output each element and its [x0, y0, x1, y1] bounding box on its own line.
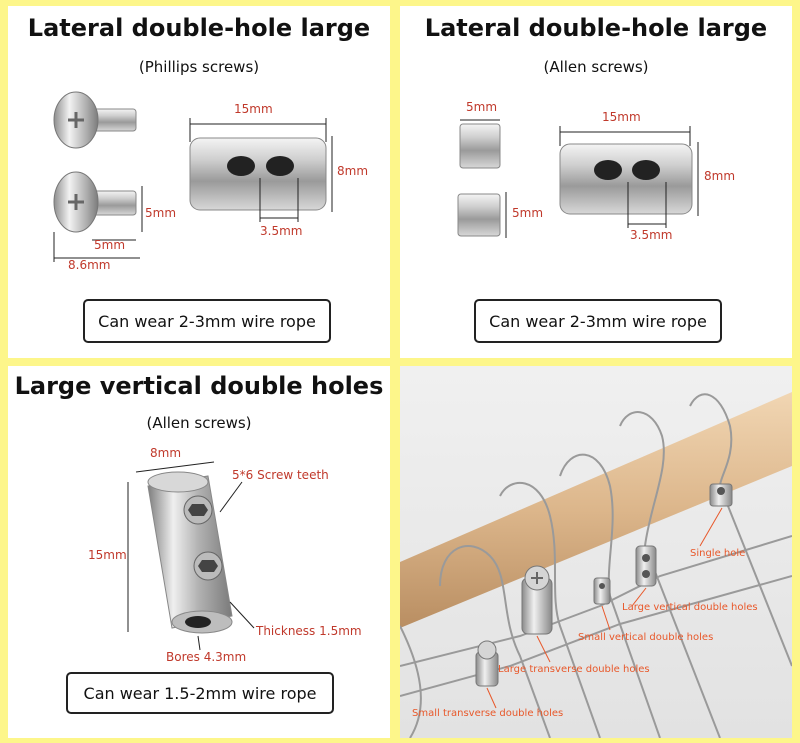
- dim-bores: Bores 4.3mm: [166, 650, 247, 664]
- dim-length: 15mm: [88, 548, 127, 562]
- usage-photo-panel: Single hole Large vertical double holes …: [400, 366, 792, 738]
- wire-ropes: [400, 393, 792, 738]
- panel-subtitle: (Allen screws): [146, 414, 252, 432]
- panel-title: Lateral double-hole large: [424, 14, 768, 42]
- dim-diameter: 8mm: [150, 446, 182, 460]
- crimp-large-transverse: [521, 565, 553, 635]
- vertical-product-illustration: [127, 461, 255, 651]
- vertical-panel: Large vertical double holes (Allen screw…: [8, 366, 390, 738]
- vertical-barrel: [147, 471, 233, 634]
- crimp-small-vertical: [593, 577, 611, 605]
- dim-teeth: 5*6 Screw teeth: [232, 468, 329, 482]
- wire-capacity-caption: Can wear 2-3mm wire rope: [83, 299, 331, 343]
- phillips-panel: Lateral double-hole large (Phillips scre…: [8, 6, 390, 358]
- dim-height: 8mm: [337, 164, 369, 178]
- dim-screw-top: 5mm: [466, 100, 498, 114]
- lateral-barrel-allen: [559, 143, 693, 215]
- dim-gap: 3.5mm: [630, 228, 673, 242]
- label-small-transverse: Small transverse double holes: [412, 708, 564, 719]
- dim-screw-width: 5mm: [94, 238, 126, 252]
- phillips-screw-bottom: [53, 171, 137, 233]
- allen-product-illustration: [457, 119, 699, 238]
- allen-panel: Lateral double-hole large (Allen screws): [400, 6, 792, 358]
- label-large-transverse: Large transverse double holes: [498, 664, 650, 675]
- allen-set-screw-bottom: [457, 193, 501, 237]
- dim-thickness: Thickness 1.5mm: [256, 624, 362, 638]
- phillips-screw-top: [53, 91, 137, 149]
- lateral-barrel: [189, 137, 327, 211]
- crimp-single-hole: [709, 483, 733, 507]
- crimp-large-vertical: [635, 545, 657, 587]
- dim-gap: 3.5mm: [260, 224, 303, 238]
- dim-length: 15mm: [602, 110, 641, 124]
- usage-photo: [400, 366, 792, 738]
- allen-set-screw-top: [459, 123, 501, 169]
- wire-capacity-caption: Can wear 2-3mm wire rope: [474, 299, 722, 343]
- dim-screw-height: 5mm: [145, 206, 177, 220]
- wire-capacity-caption: Can wear 1.5-2mm wire rope: [66, 672, 334, 714]
- panel-subtitle: (Phillips screws): [138, 58, 260, 76]
- phillips-product-illustration: [53, 91, 333, 262]
- label-small-vertical: Small vertical double holes: [578, 632, 714, 643]
- panel-title: Lateral double-hole large: [27, 14, 371, 42]
- crimp-small-transverse: [475, 640, 499, 687]
- dim-screw-height: 5mm: [512, 206, 544, 220]
- dim-height: 8mm: [704, 169, 736, 183]
- dim-length: 15mm: [234, 102, 273, 116]
- panel-title: Large vertical double holes: [14, 372, 384, 400]
- label-large-vertical: Large vertical double holes: [622, 602, 758, 613]
- dim-screw-total: 8.6mm: [68, 258, 111, 272]
- panel-subtitle: (Allen screws): [543, 58, 649, 76]
- label-single-hole: Single hole: [690, 548, 746, 559]
